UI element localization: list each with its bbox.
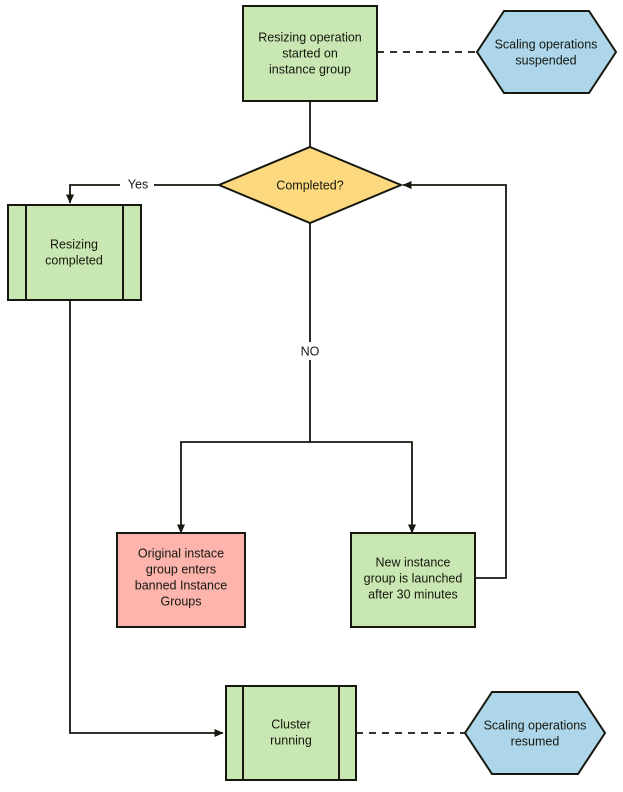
node-cluster-running[interactable]: Cluster running — [225, 685, 357, 781]
yes-label-backdrop — [120, 176, 154, 193]
node-resizing-completed[interactable]: Resizing completed — [7, 204, 142, 301]
scaling-resumed-hexagon — [463, 691, 607, 775]
scaling-resumed-label-line2: resumed — [511, 734, 560, 748]
resizing-started-box — [242, 5, 378, 102]
scaling-suspended-label-line1: Scaling operations — [495, 37, 598, 51]
no-label-backdrop — [294, 342, 327, 360]
completed-decision-label: Completed? — [276, 178, 343, 192]
node-scaling-resumed[interactable]: Scaling operations resumed — [463, 691, 607, 775]
resizing-started-label-line1: Resizing operation — [258, 30, 362, 44]
original-group-banned-label-line4: Groups — [161, 594, 202, 608]
edge-label-no: NO — [301, 344, 320, 358]
cluster-running-box — [225, 685, 357, 781]
edge-new-group-loopback — [402, 181, 507, 579]
node-original-group-banned[interactable]: Original instace group enters banned Ins… — [116, 532, 246, 628]
new-instance-group-label-line3: after 30 minutes — [368, 587, 458, 601]
resizing-completed-label-line2: completed — [45, 253, 103, 267]
node-resizing-started[interactable]: Resizing operation started on instance g… — [242, 5, 378, 102]
completed-decision-diamond — [216, 145, 404, 225]
scaling-suspended-hexagon — [475, 10, 618, 94]
edge-decision-no — [177, 222, 311, 534]
node-scaling-suspended[interactable]: Scaling operations suspended — [475, 10, 618, 94]
original-group-banned-label-line1: Original instace — [138, 546, 224, 560]
cluster-running-label-line1: Cluster — [271, 717, 311, 731]
resizing-completed-box — [7, 204, 142, 301]
edge-decision-no-right — [310, 441, 416, 534]
cluster-running-label-line2: running — [270, 733, 312, 747]
edge-label-yes: Yes — [128, 177, 148, 191]
scaling-resumed-label-line1: Scaling operations — [484, 718, 587, 732]
scaling-suspended-label-line2: suspended — [515, 53, 576, 67]
new-instance-group-label-line2: group is launched — [364, 571, 463, 585]
node-new-instance-group[interactable]: New instance group is launched after 30 … — [350, 532, 476, 628]
resizing-started-label-line3: instance group — [269, 62, 351, 76]
original-group-banned-label-line3: banned Instance — [135, 578, 227, 592]
resizing-started-label-line2: started on — [282, 46, 338, 60]
new-instance-group-box — [350, 532, 476, 628]
resizing-completed-label-line1: Resizing — [50, 237, 98, 251]
original-group-banned-label-line2: group enters — [146, 562, 216, 576]
node-completed-decision[interactable]: Completed? — [216, 145, 404, 225]
edge-decision-yes — [66, 184, 227, 204]
new-instance-group-label-line1: New instance — [375, 555, 450, 569]
edge-resizing-completed-to-cluster — [69, 300, 224, 737]
original-group-banned-box — [116, 532, 246, 628]
